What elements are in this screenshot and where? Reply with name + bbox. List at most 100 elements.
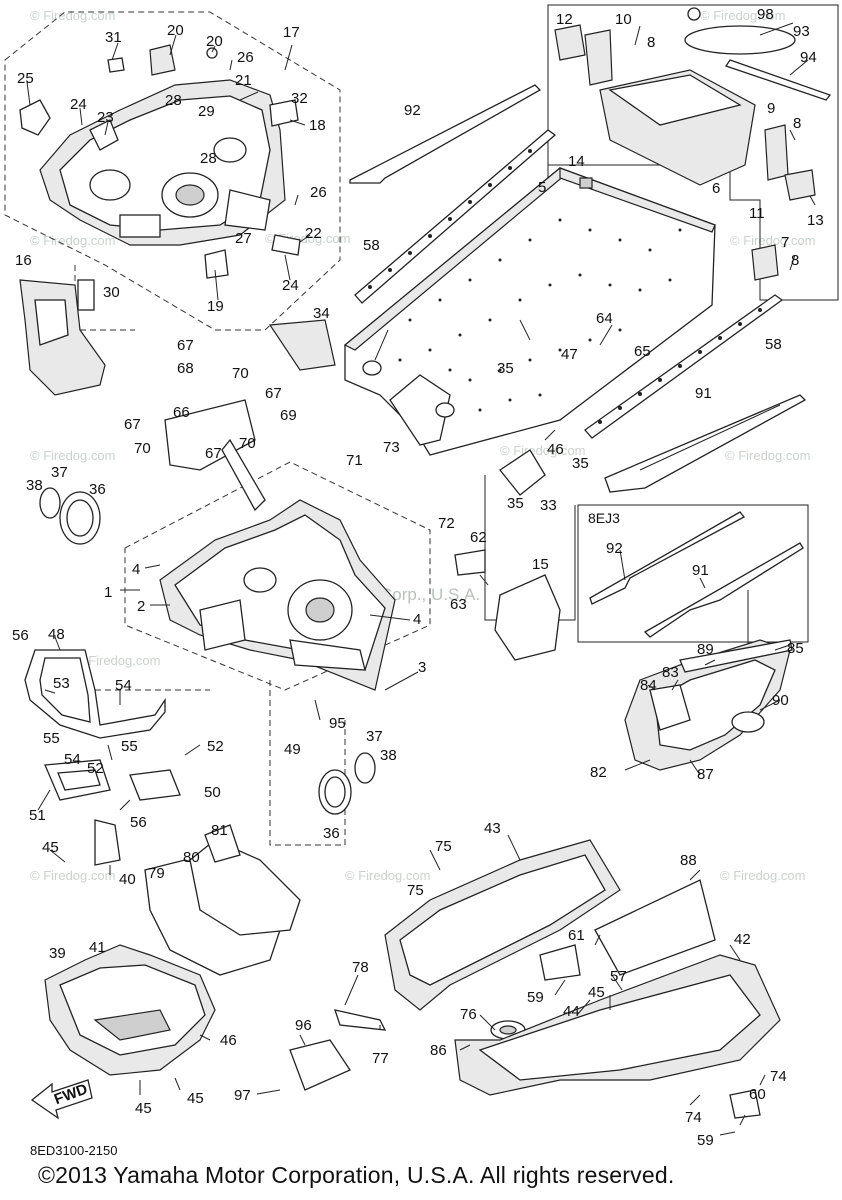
callout-30: 30 <box>103 284 120 301</box>
watermark: © Firedog.com <box>730 233 815 248</box>
callout-74: 74 <box>770 1068 787 1085</box>
callout-97: 97 <box>234 1087 251 1104</box>
callout-56: 56 <box>12 627 29 644</box>
callout-55: 55 <box>43 730 60 747</box>
watermark: © Firedog.com <box>30 448 115 463</box>
group-outlines <box>4 4 839 846</box>
callout-labels: 1 2 3 4 4 5 6 7 8 8 8 9 10 11 12 13 14 1… <box>12 6 824 1149</box>
callout-4b: 4 <box>413 611 421 628</box>
callout-54b: 54 <box>64 751 81 768</box>
callout-91: 91 <box>695 385 712 402</box>
callout-8c: 8 <box>791 252 799 269</box>
callout-36b: 36 <box>323 825 340 842</box>
callout-98: 98 <box>757 6 774 23</box>
watermark: © Firedog.com <box>75 653 160 668</box>
callout-28: 28 <box>165 92 182 109</box>
watermark: © Firedog.com <box>700 8 785 23</box>
callout-46b: 46 <box>547 441 564 458</box>
callout-90: 90 <box>772 692 789 709</box>
callout-39: 39 <box>49 945 66 962</box>
watermark: © Firedog.com <box>720 868 805 883</box>
callout-70: 70 <box>232 365 249 382</box>
callout-32: 32 <box>291 90 308 107</box>
callout-17: 17 <box>283 24 300 41</box>
leader-lines <box>26 22 816 1136</box>
callout-44: 44 <box>563 1003 580 1020</box>
callout-40: 40 <box>119 871 136 888</box>
callout-67b: 67 <box>265 385 282 402</box>
callout-4: 4 <box>132 561 140 578</box>
callout-52b: 52 <box>87 760 104 777</box>
callout-47: 47 <box>561 346 578 363</box>
callout-15: 15 <box>532 556 549 573</box>
callout-87: 87 <box>697 766 714 783</box>
callout-52: 52 <box>207 738 224 755</box>
callout-61: 61 <box>568 927 585 944</box>
main-frame-assembly <box>39 399 561 815</box>
callout-76: 76 <box>460 1006 477 1023</box>
callout-37b: 37 <box>366 728 383 745</box>
callout-48: 48 <box>48 626 65 643</box>
front-frame-assembly <box>19 44 301 279</box>
callout-92b: 92 <box>606 540 623 557</box>
part-16-bracket <box>19 279 106 396</box>
variant-8ej3-parts: 8EJ3 <box>588 510 804 638</box>
callout-7: 7 <box>781 234 789 251</box>
callout-57: 57 <box>610 968 627 985</box>
callout-49: 49 <box>284 741 301 758</box>
callout-62: 62 <box>470 529 487 546</box>
callout-83: 83 <box>662 664 679 681</box>
callout-60: 60 <box>749 1086 766 1103</box>
callout-54: 54 <box>115 677 132 694</box>
callout-67: 67 <box>177 337 194 354</box>
callout-64: 64 <box>596 310 613 327</box>
callout-18: 18 <box>309 117 326 134</box>
callout-8: 8 <box>647 34 655 51</box>
callout-45b: 45 <box>135 1100 152 1117</box>
callout-77: 77 <box>372 1050 389 1067</box>
callout-51: 51 <box>29 807 46 824</box>
callout-3: 3 <box>418 659 426 676</box>
callout-2: 2 <box>137 598 145 615</box>
variant-label: 8EJ3 <box>588 510 620 526</box>
callout-63: 63 <box>450 596 467 613</box>
callout-24: 24 <box>70 96 87 113</box>
callout-26b: 26 <box>310 184 327 201</box>
callout-74b: 74 <box>685 1109 702 1126</box>
callout-91b: 91 <box>692 562 709 579</box>
callout-8b: 8 <box>793 115 801 132</box>
callout-56b: 56 <box>130 814 147 831</box>
callout-59: 59 <box>527 989 544 1006</box>
callout-82: 82 <box>590 764 607 781</box>
callout-66: 66 <box>173 404 190 421</box>
callout-35: 35 <box>497 360 514 377</box>
callout-94: 94 <box>800 49 817 66</box>
copyright-notice: ©2013 Yamaha Motor Corporation, U.S.A. A… <box>38 1162 675 1188</box>
watermark: © Firedog.com <box>30 233 115 248</box>
watermark: © Firedog.com <box>345 868 430 883</box>
callout-65: 65 <box>634 343 651 360</box>
callout-81: 81 <box>211 822 228 839</box>
callout-78: 78 <box>352 959 369 976</box>
callout-55b: 55 <box>121 738 138 755</box>
callout-19: 19 <box>207 298 224 315</box>
callout-31: 31 <box>105 29 122 46</box>
diagram-code: 8ED3100-2150 <box>30 1143 118 1158</box>
callout-46: 46 <box>220 1032 237 1049</box>
lower-right-panels <box>289 839 781 1119</box>
callout-50: 50 <box>204 784 221 801</box>
callout-68: 68 <box>177 360 194 377</box>
watermark: © Firedog.com <box>500 443 585 458</box>
callout-35c: 35 <box>507 495 524 512</box>
callout-37: 37 <box>51 464 68 481</box>
callout-96: 96 <box>295 1017 312 1034</box>
callout-41: 41 <box>89 939 106 956</box>
callout-80: 80 <box>183 849 200 866</box>
callout-38b: 38 <box>380 747 397 764</box>
callout-85: 85 <box>787 640 804 657</box>
callout-45d: 45 <box>588 984 605 1001</box>
callout-13: 13 <box>807 212 824 229</box>
callout-75b: 75 <box>407 882 424 899</box>
callout-84: 84 <box>640 677 657 694</box>
callout-67d: 67 <box>205 445 222 462</box>
